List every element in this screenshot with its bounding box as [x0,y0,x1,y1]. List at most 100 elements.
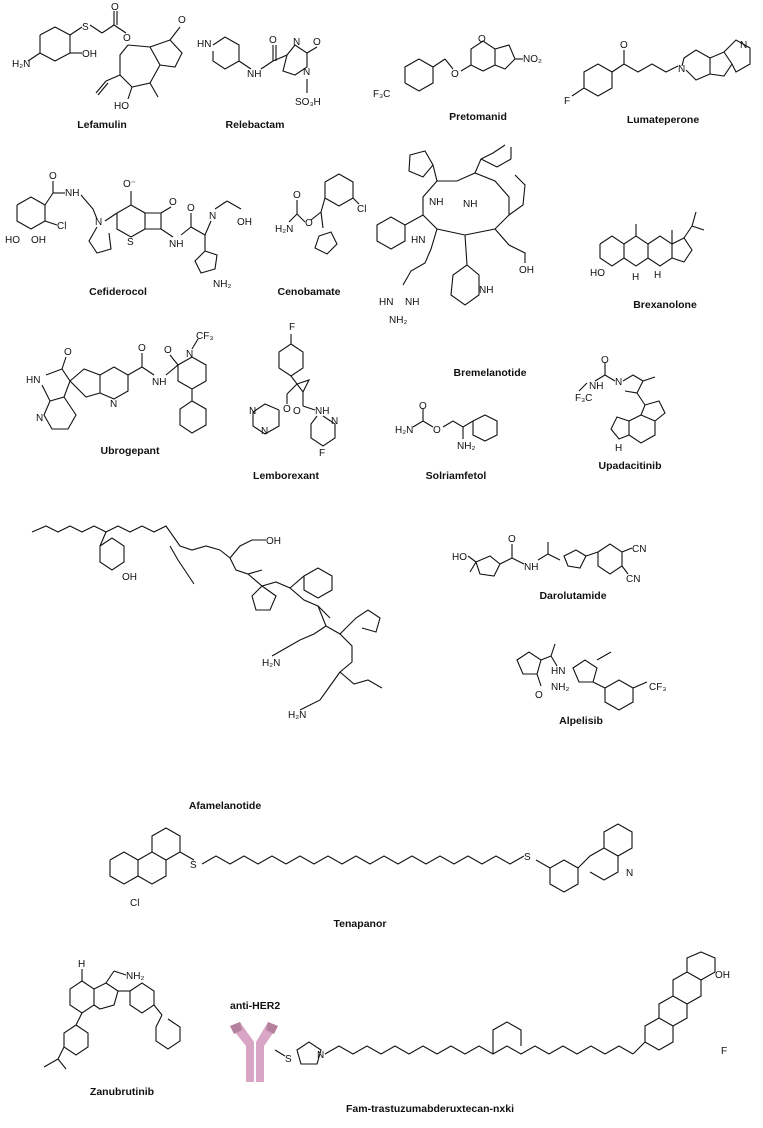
svg-text:NH: NH [152,377,166,388]
svg-text:O: O [601,355,609,366]
antibody-label: anti-HER2 [230,1000,281,1012]
svg-text:CN: CN [626,574,640,585]
svg-text:O: O [64,347,72,358]
label-solriamfetol: Solriamfetol [425,470,487,482]
svg-text:HO: HO [452,552,467,563]
svg-text:HO: HO [5,235,20,246]
structure-lefamulin: S O O OH H₂N O HO [12,2,186,112]
svg-text:O: O [535,690,543,701]
structure-afamelanotide: OH OH H₂N H₂N [31,525,383,721]
svg-text:HN: HN [411,235,425,246]
svg-text:Cl: Cl [130,898,139,909]
label-upadacitinib: Upadacitinib [598,460,662,472]
svg-text:F: F [289,322,295,333]
svg-text:O: O [111,2,119,13]
svg-text:HO: HO [590,268,605,279]
label-brexanolone: Brexanolone [633,299,697,311]
svg-text:Cl: Cl [57,221,66,232]
label-lumateperone: Lumateperone [626,114,700,126]
svg-text:N: N [678,64,685,75]
svg-text:O: O [283,404,291,415]
svg-text:S: S [524,852,531,863]
svg-text:HN: HN [197,39,211,50]
svg-text:HN: HN [26,375,40,386]
label-tenapanor: Tenapanor [333,918,387,930]
svg-text:O: O [419,401,427,412]
svg-text:H: H [632,272,639,283]
svg-text:NH₂: NH₂ [551,682,569,693]
structure-brexanolone: HO H H [590,211,705,283]
svg-text:N: N [331,416,338,427]
svg-text:F: F [721,1046,727,1057]
svg-text:OH: OH [715,970,730,981]
structure-ubrogepant: HN O N N O NH N O CF₃ [26,331,213,434]
svg-text:O: O [478,34,486,45]
svg-text:O: O [178,15,186,26]
svg-text:O: O [164,345,172,356]
label-afamelanotide: Afamelanotide [188,800,262,812]
svg-text:OH: OH [82,49,97,60]
svg-text:O: O [451,69,459,80]
svg-text:F: F [319,448,325,459]
svg-text:HN: HN [379,297,393,308]
svg-text:O: O [269,35,277,46]
svg-text:O: O [138,343,146,354]
svg-text:OH: OH [266,536,281,547]
structure-relebactam: HN NH O N O N SO₃H [197,35,321,108]
svg-text:N: N [293,37,300,48]
label-darolutamide: Darolutamide [539,590,607,602]
svg-text:O: O [187,203,195,214]
svg-text:O: O [433,425,441,436]
structure-upadacitinib: O N NH F₃C H [575,355,666,454]
svg-text:OH: OH [122,572,137,583]
svg-text:H₂N: H₂N [12,59,30,70]
label-relebactam: Relebactam [225,119,285,131]
structure-pretomanid: F₃C O O NO₂ [373,34,542,100]
structure-trastuzumab-deruxtecan: S N OH F [274,951,730,1065]
svg-text:O⁻: O⁻ [123,179,136,190]
svg-text:F₃C: F₃C [373,89,390,100]
svg-text:H₂N: H₂N [262,658,280,669]
structure-zanubrutinib: H NH₂ [43,959,181,1070]
structure-lemborexant: F O NN O NH N F [249,322,338,459]
antibody-icon [230,1022,278,1082]
svg-text:NO₂: NO₂ [523,54,542,65]
label-lemborexant: Lemborexant [253,470,319,482]
structure-darolutamide: HO O NH CN CN [452,534,646,585]
svg-text:NH₂: NH₂ [389,315,407,326]
svg-text:OH: OH [519,265,534,276]
structure-solriamfetol: H₂N O O NH₂ [395,401,498,452]
svg-text:H: H [78,959,85,970]
svg-text:NH₂: NH₂ [126,971,144,982]
svg-text:O: O [620,40,628,51]
svg-text:NH₂: NH₂ [213,279,231,290]
svg-text:H₂N: H₂N [275,224,293,235]
label-lefamulin: Lefamulin [77,119,127,131]
svg-text:NH: NH [524,562,538,573]
svg-text:N: N [249,406,256,417]
svg-text:S: S [82,22,89,33]
svg-text:NH: NH [429,197,443,208]
svg-text:N: N [110,399,117,410]
svg-text:NH: NH [65,188,79,199]
label-bremelanotide: Bremelanotide [453,367,527,379]
svg-text:NH: NH [463,199,477,210]
svg-text:F: F [564,96,570,107]
svg-text:O: O [313,37,321,48]
label-cefiderocol: Cefiderocol [89,286,147,298]
svg-text:HO: HO [114,101,129,112]
svg-text:HN: HN [551,666,565,677]
svg-text:N: N [186,349,193,360]
svg-text:CN: CN [632,544,646,555]
svg-text:N: N [740,40,747,51]
svg-text:NH₂: NH₂ [457,441,475,452]
structure-lumateperone: F O N N [564,39,751,107]
svg-text:H: H [654,270,661,281]
structure-tenapanor: Cl S S N [109,823,633,909]
structure-cenobamate: Cl O O H₂N [275,173,366,255]
label-zanubrutinib: Zanubrutinib [89,1086,155,1098]
svg-text:S: S [285,1054,292,1065]
